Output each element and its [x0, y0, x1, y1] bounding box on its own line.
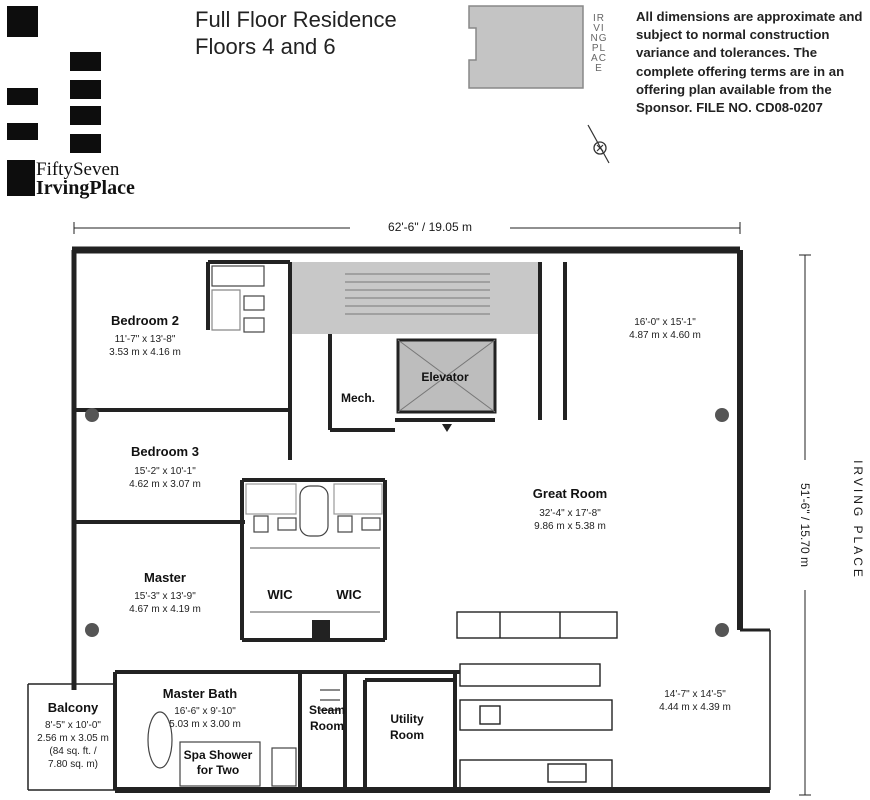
kitchen-fixtures	[456, 611, 618, 789]
overall-depth-label: 51'-6" / 15.70 m	[798, 460, 812, 590]
wic-door	[312, 620, 330, 638]
logo-block	[70, 134, 101, 153]
logo-block	[7, 6, 38, 37]
master-bath-dims: 16'-6" x 9'-10"5.03 m x 3.00 m	[169, 706, 241, 730]
key-plan-building	[468, 5, 584, 89]
stair-treads	[345, 273, 490, 315]
key-plan-street-label: IRVING PLACE	[590, 13, 608, 74]
logo-block	[70, 80, 101, 99]
wic-hanging-rods	[250, 547, 380, 613]
great-room-dims: 32'-4" x 17'-8"9.86 m x 5.38 m	[534, 508, 606, 532]
disclaimer-text: All dimensions are approximate and subje…	[636, 9, 863, 116]
master-name: Master	[144, 570, 186, 585]
elevator-label: Elevator	[421, 370, 469, 384]
logo-block	[7, 160, 35, 196]
logo-text-line2: IrvingPlace	[36, 177, 135, 199]
bath-fixtures-upper	[211, 265, 265, 333]
title-line1: Full Floor Residence	[195, 7, 397, 32]
corner-room-dims: 16'-0" x 15'-1"4.87 m x 4.60 m	[629, 317, 701, 341]
master-bath-fixtures	[147, 689, 340, 787]
bedroom2-dims: 11'-7" x 13'-8"3.53 m x 4.16 m	[109, 334, 181, 358]
north-arrow-icon	[587, 124, 610, 164]
logo-block	[7, 123, 38, 140]
great-room-name: Great Room	[532, 486, 608, 501]
page-title: Full Floor Residence Floors 4 and 6	[195, 6, 397, 60]
bedroom3-name: Bedroom 3	[131, 444, 199, 459]
logo-block	[70, 52, 101, 71]
balcony-dims: 8'-5" x 10'-0" 2.56 m x 3.05 m (84 sq. f…	[37, 720, 109, 770]
master-bath-name: Master Bath	[162, 686, 238, 701]
bedroom2-name: Bedroom 2	[111, 313, 179, 328]
master-dims: 15'-3" x 13'-9"4.67 m x 4.19 m	[129, 591, 201, 615]
mech-label: Mech.	[340, 391, 375, 405]
column-markers	[85, 408, 729, 637]
overall-width-label: 62'-6" / 19.05 m	[350, 220, 510, 234]
bedroom3-dims: 15'-2" x 10'-1"4.62 m x 3.07 m	[129, 466, 201, 490]
logo-block	[7, 88, 38, 105]
kitchen-dims: 14'-7" x 14'-5"4.44 m x 4.39 m	[659, 689, 731, 713]
balcony-name: Balcony	[47, 700, 99, 715]
street-label: IRVING PLACE	[851, 460, 865, 580]
wic-label-right: WIC	[336, 587, 362, 602]
logo-text-line1: FiftySeven	[36, 159, 120, 180]
title-line2: Floors 4 and 6	[195, 34, 336, 59]
wic-label-left: WIC	[267, 587, 293, 602]
logo-block	[70, 106, 101, 125]
elevator-door-icon	[442, 424, 452, 432]
bath-fixtures-wic	[245, 483, 383, 537]
